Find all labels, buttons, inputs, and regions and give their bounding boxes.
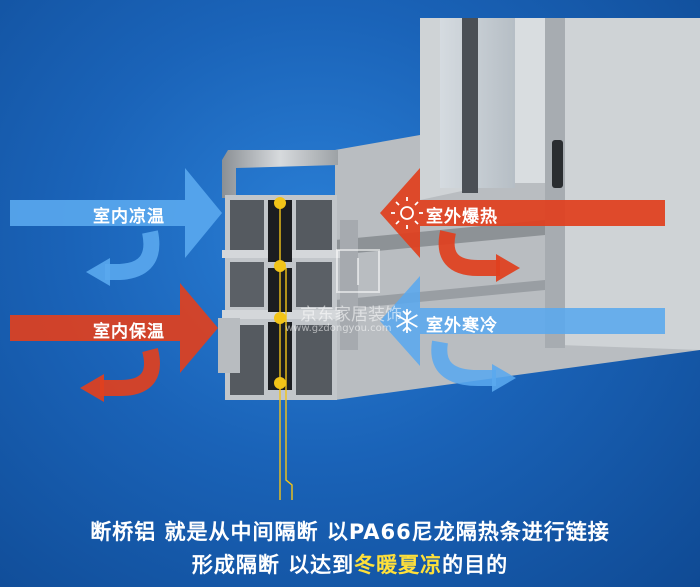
indoor-warm-arrow	[10, 283, 218, 402]
snowflake-icon	[396, 309, 418, 333]
watermark-name: 京东家居装饰	[300, 305, 402, 325]
watermark-logo	[336, 249, 380, 293]
outdoor-heat-arrow	[380, 168, 665, 282]
indoor-warm-label: 室内保温	[93, 322, 165, 342]
window-handle	[552, 140, 563, 188]
outdoor-cold-arrow	[380, 276, 665, 392]
indoor-cool-arrow	[10, 168, 222, 286]
caption-line-2-suffix: 的目的	[442, 553, 509, 577]
sun-icon	[391, 197, 423, 229]
outdoor-heat-label: 室外爆热	[426, 207, 498, 227]
outdoor-cold-label: 室外寒冷	[426, 316, 498, 336]
caption-line-2: 形成隔断 以达到冬暖夏凉的目的	[0, 549, 700, 579]
caption-line-1: 断桥铝 就是从中间隔断 以PA66尼龙隔热条进行链接	[90, 520, 610, 544]
indoor-cool-label: 室内凉温	[93, 207, 165, 227]
watermark-url: www.gzdongyou.com	[285, 323, 392, 334]
caption-highlight: 冬暖夏凉	[354, 553, 443, 577]
thermal-break-strips	[268, 197, 293, 500]
caption-line-2-prefix: 形成隔断 以达到	[191, 553, 355, 577]
